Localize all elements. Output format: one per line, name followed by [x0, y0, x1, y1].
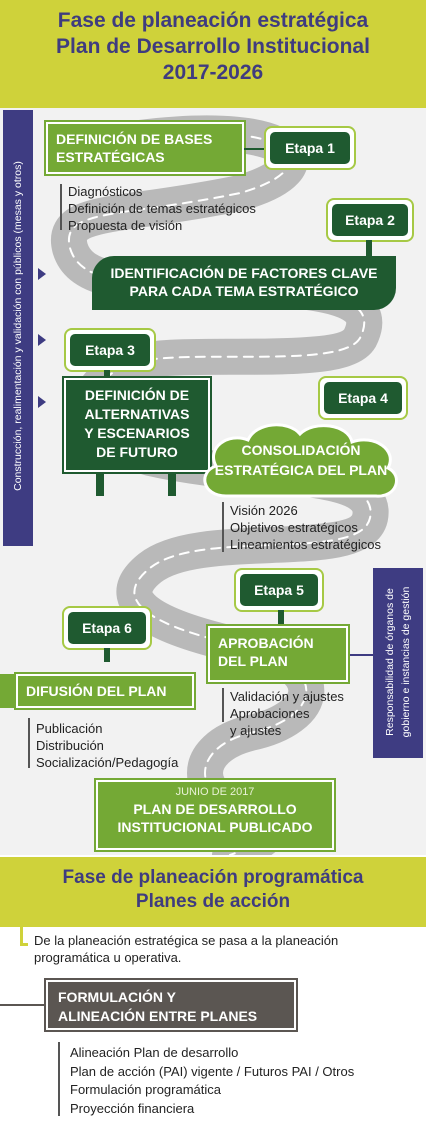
public-validation-bar: Construcción, realimentación y validació…: [3, 110, 33, 546]
stage-4-list: Visión 2026 Objetivos estratégicos Linea…: [230, 502, 381, 553]
stage-1-badge: Etapa 1: [264, 126, 356, 170]
programmatic-line-1: Fase de planeación programática: [62, 867, 364, 888]
stage-3-title-line-2: ALTERNATIVAS: [84, 406, 190, 422]
list-item: Alineación Plan de desarrollo: [70, 1045, 239, 1060]
stage-5-badge: Etapa 5: [234, 568, 324, 612]
stage-4-badge: Etapa 4: [318, 376, 408, 420]
stage-6-accent: [0, 674, 16, 708]
governance-line-1: Responsabilidad de órganos de: [384, 588, 396, 736]
stage-2-label: Etapa 2: [332, 204, 408, 236]
programmatic-note-line-1: De la planeación estratégica se pasa a l…: [34, 933, 339, 948]
list-item: Objetivos estratégicos: [230, 520, 358, 535]
programmatic-line-2: Planes de acción: [135, 891, 291, 912]
arrow-right-icon: [38, 396, 46, 408]
stage-5-label: Etapa 5: [240, 574, 318, 606]
formulation-title-line-2: ALINEACIÓN ENTRE PLANES: [58, 1008, 258, 1024]
governance-line-2: gobierno e instancias de gestión: [400, 586, 412, 738]
list-item: Visión 2026: [230, 503, 298, 518]
stage-6-badge: Etapa 6: [62, 606, 152, 650]
stage-5-list: Validación y ajustes Aprobaciones y ajus…: [230, 688, 344, 739]
list-item: Diagnósticos: [68, 184, 143, 199]
stage-1-list: Diagnósticos Definición de temas estraté…: [68, 183, 256, 234]
strategic-phase-header: [0, 0, 426, 108]
stage-6-title: DIFUSIÓN DEL PLAN: [26, 683, 167, 699]
governance-responsibility-label: Responsabilidad de órganos de gobierno e…: [382, 567, 414, 757]
stage-4-bracket: [222, 502, 230, 552]
programmatic-note-line-2: programática u operativa.: [34, 950, 182, 965]
strategic-phase-title: Fase de planeación estratégica Plan de D…: [0, 8, 426, 86]
list-item: Definición de temas estratégicos: [68, 201, 256, 216]
list-item: Distribución: [36, 738, 104, 753]
stage-3-box: DEFINICIÓN DE ALTERNATIVAS Y ESCENARIOS …: [62, 376, 212, 474]
stage-5-title-line-2: DEL PLAN: [218, 653, 288, 669]
stage-1-title-line-2: ESTRATÉGICAS: [56, 149, 165, 165]
stage-3-post-left: [96, 472, 104, 496]
header-line-2: Plan de Desarrollo Institucional: [56, 35, 370, 58]
published-plan-box: JUNIO DE 2017 PLAN DE DESARROLLO INSTITU…: [94, 778, 336, 852]
formulation-bracket: [58, 1042, 66, 1116]
list-item: Aprobaciones: [230, 706, 310, 721]
list-item: Publicación: [36, 721, 103, 736]
stage-2-post: [366, 240, 372, 260]
stage-3-post: [104, 370, 110, 380]
published-title-line-2: INSTITUCIONAL PUBLICADO: [117, 819, 313, 835]
stage-3-title-line-3: Y ESCENARIOS: [84, 425, 190, 441]
list-item: Validación y ajustes: [230, 689, 344, 704]
programmatic-note: De la planeación estratégica se pasa a l…: [34, 932, 414, 966]
stage-5-title-line-1: APROBACIÓN: [218, 635, 314, 651]
stage-6-list: Publicación Distribución Socialización/P…: [36, 720, 178, 771]
stage-6-post: [104, 648, 110, 662]
list-item: Propuesta de visión: [68, 218, 183, 233]
arrow-right-icon: [38, 334, 46, 346]
published-title-line-1: PLAN DE DESARROLLO: [133, 801, 297, 817]
stage-3-title-line-1: DEFINICIÓN DE: [84, 387, 190, 403]
stage-1-connector: [244, 148, 266, 150]
formulation-connector: [0, 1004, 44, 1006]
header-line-3: 2017-2026: [162, 61, 264, 84]
stage-5-bracket: [222, 688, 230, 722]
list-item: Proyección financiera: [70, 1100, 195, 1116]
governance-responsibility-bar: Responsabilidad de órganos de gobierno e…: [373, 568, 423, 758]
stage-3-label: Etapa 3: [70, 334, 150, 366]
header-line-1: Fase de planeación estratégica: [57, 9, 369, 32]
list-item: Plan de acción (PAI) vigente / Futuros P…: [70, 1063, 355, 1079]
stage-2-badge: Etapa 2: [326, 198, 414, 242]
stage-6-box: DIFUSIÓN DEL PLAN: [14, 672, 196, 710]
programmatic-header: [0, 857, 426, 927]
stage-4-title-line-2: ESTRATÉGICA DEL PLAN: [214, 462, 388, 478]
stage-5-connector: [350, 654, 374, 656]
programmatic-title: Fase de planeación programática Planes d…: [0, 866, 426, 914]
stage-3-post-right: [168, 472, 176, 496]
stage-4-label: Etapa 4: [324, 382, 402, 414]
published-date: JUNIO DE 2017: [175, 786, 255, 798]
stage-1-label: Etapa 1: [270, 132, 350, 164]
list-item: y ajustes: [230, 723, 282, 738]
list-item: Socialización/Pedagogía: [36, 755, 179, 770]
formulation-box: FORMULACIÓN Y ALINEACIÓN ENTRE PLANES: [44, 978, 298, 1032]
stage-2-title-line-2: PARA CADA TEMA ESTRATÉGICO: [129, 283, 359, 299]
formulation-title-line-1: FORMULACIÓN Y: [58, 989, 176, 1005]
stage-3-title-line-4: DE FUTURO: [96, 444, 178, 460]
stage-2-box: IDENTIFICACIÓN DE FACTORES CLAVE PARA CA…: [92, 256, 396, 310]
stage-2-title-line-1: IDENTIFICACIÓN DE FACTORES CLAVE: [110, 265, 378, 281]
stage-1-bracket: [60, 184, 68, 230]
stage-1-box: DEFINICIÓN DE BASES ESTRATÉGICAS: [44, 120, 246, 176]
formulation-list: Alineación Plan de desarrollo Plan de ac…: [70, 1044, 354, 1118]
stage-4-cloud: [203, 423, 398, 498]
public-validation-label: Construcción, realimentación y validació…: [12, 161, 24, 491]
stage-4-title: CONSOLIDACIÓN ESTRATÉGICA DEL PLAN: [196, 440, 406, 480]
stage-6-label: Etapa 6: [68, 612, 146, 644]
stage-1-title-line-1: DEFINICIÓN DE BASES: [56, 131, 213, 147]
programmatic-note-bracket: [20, 926, 28, 946]
stage-6-bracket: [28, 718, 36, 768]
stage-5-box: APROBACIÓN DEL PLAN: [206, 624, 350, 684]
list-item: Formulación programática: [70, 1082, 222, 1097]
stage-3-badge: Etapa 3: [64, 328, 156, 372]
stage-5-post: [278, 610, 284, 626]
stage-4-title-line-1: CONSOLIDACIÓN: [241, 442, 361, 458]
list-item: Lineamientos estratégicos: [230, 537, 382, 552]
arrow-right-icon: [38, 268, 46, 280]
